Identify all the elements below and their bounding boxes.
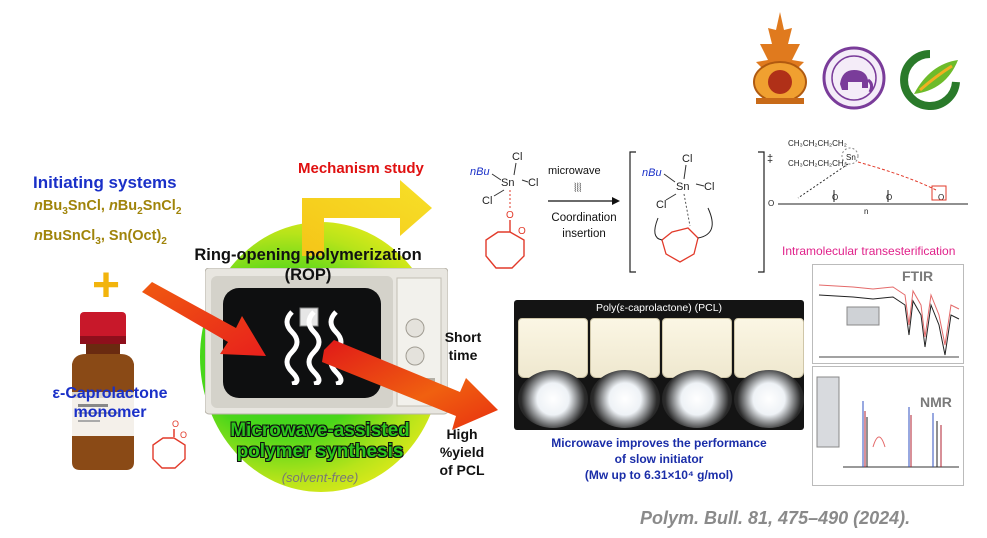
coordination-label-line-1: Coordination: [551, 212, 617, 224]
microwave-condition-label: microwave: [548, 165, 601, 177]
ring-oxygen-atom: O: [518, 226, 526, 237]
microwave-assisted-title-line-1: Microwave-assisted: [230, 420, 410, 441]
initiators-line-1: nBu3SnCl, nBu2SnCl2: [34, 198, 182, 217]
ts-cl-left-atom: Cl: [656, 199, 666, 211]
cl-top-atom: Cl: [512, 151, 522, 163]
repeat-n: n: [864, 207, 868, 216]
results-caption-line-3: (Mw up to 6.31×10⁴ g/mol): [584, 468, 734, 482]
pcl-jar-4: [734, 318, 804, 378]
svg-text:CH₃CH₂CH₂CH₂: CH₃CH₂CH₂CH₂: [788, 159, 847, 168]
svg-text:O: O: [768, 199, 774, 208]
ts-sn-atom: Sn: [676, 181, 689, 193]
monomer-label-line-2: monomer: [73, 404, 147, 421]
ring-oxygen-small: O: [180, 430, 187, 440]
results-caption-line-1: Microwave improves the performance: [551, 436, 767, 450]
initiator-arrow-icon: [142, 282, 266, 356]
pcl-dish-3: [662, 370, 732, 428]
mechanism-study-label: Mechanism study: [298, 160, 424, 177]
reaction-arrow-small-icon: [548, 197, 620, 205]
pcl-jar-2: [590, 318, 660, 378]
high-yield-line-2: %yield: [439, 444, 485, 460]
results-caption-line-2: of slow initiator: [614, 452, 704, 466]
svg-text:CH₃CH₂CH₂CH₂: CH₃CH₂CH₂CH₂: [788, 139, 847, 148]
ftir-spectrum-panel: [812, 264, 964, 364]
ftir-label: FTIR: [902, 268, 934, 284]
carbonyl-oxygen-atom: O: [506, 210, 514, 221]
wavy-microwave-icon: ⦚⦚⦚: [574, 181, 582, 195]
high-yield-line-1: High: [446, 426, 478, 442]
nbu-group-atom: nBu: [470, 166, 490, 178]
mechanism-arrow-icon: [302, 180, 432, 256]
rop-title-line-2: (ROP): [284, 266, 332, 284]
high-yield-line-3: of PCL: [439, 462, 485, 478]
carbonyl-oxygen-small: O: [172, 419, 179, 429]
svg-text:O: O: [938, 193, 944, 202]
nmr-label: NMR: [920, 394, 952, 410]
journal-reference: Polym. Bull. 81, 475–490 (2024).: [640, 508, 911, 528]
rop-title-line-1: Ring-opening polymerization: [194, 246, 422, 264]
nmr-spectrum-panel: [812, 366, 964, 486]
university-seal-logo: [748, 10, 812, 106]
solvent-free-note: (solvent-free): [281, 470, 359, 485]
pcl-photo-title: Poly(ε-caprolactone) (PCL): [595, 302, 723, 314]
tin-coordination-complex: Cl Cl Cl nBu Sn O O: [470, 151, 538, 269]
pcl-dish-1: [518, 370, 588, 428]
ts-nbu-atom: nBu: [642, 167, 662, 179]
transition-state-mark: ‡: [767, 153, 773, 165]
initiators-line-2: nBuSnCl3, Sn(Oct)2: [34, 228, 167, 247]
monomer-label-line-1: ε-Caprolactone: [52, 385, 168, 402]
svg-text:O: O: [886, 193, 892, 202]
pcl-jar-3: [662, 318, 732, 378]
plus-icon: +: [92, 259, 121, 312]
ts-cl-right-atom: Cl: [704, 181, 714, 193]
ts-cl-top-atom: Cl: [682, 153, 692, 165]
short-time-label: Short time: [444, 329, 482, 363]
coordination-label-line-2: insertion: [562, 228, 606, 240]
transition-state-bracket: Cl Cl Cl nBu Sn ‡: [629, 151, 773, 273]
cl-right-atom: Cl: [528, 177, 538, 189]
reagent-bottle-photo: [64, 312, 142, 472]
cl-left-atom: Cl: [482, 195, 492, 207]
pcl-jar-1: [518, 318, 588, 378]
pcl-dish-2: [590, 370, 660, 428]
svg-text:O: O: [832, 193, 838, 202]
reaction-arrow-icon: [322, 340, 498, 430]
microwave-assisted-title-line-2: polymer synthesis: [236, 441, 404, 462]
transesterification-scheme: CH₃CH₂CH₂CH₂ CH₃CH₂CH₂CH₂ Sn O O O O n: [768, 139, 968, 216]
elephant-seal-logo: [822, 46, 886, 110]
green-leaf-logo: [900, 50, 962, 110]
initiating-systems-title: Initiating systems: [33, 173, 177, 192]
pcl-dish-4: [734, 370, 804, 428]
sn-atom: Sn: [501, 177, 514, 189]
caprolactone-structure-small: O O: [152, 419, 187, 469]
te-sn-atom: Sn: [846, 153, 856, 162]
transesterification-label: Intramolecular transesterification: [782, 244, 956, 258]
